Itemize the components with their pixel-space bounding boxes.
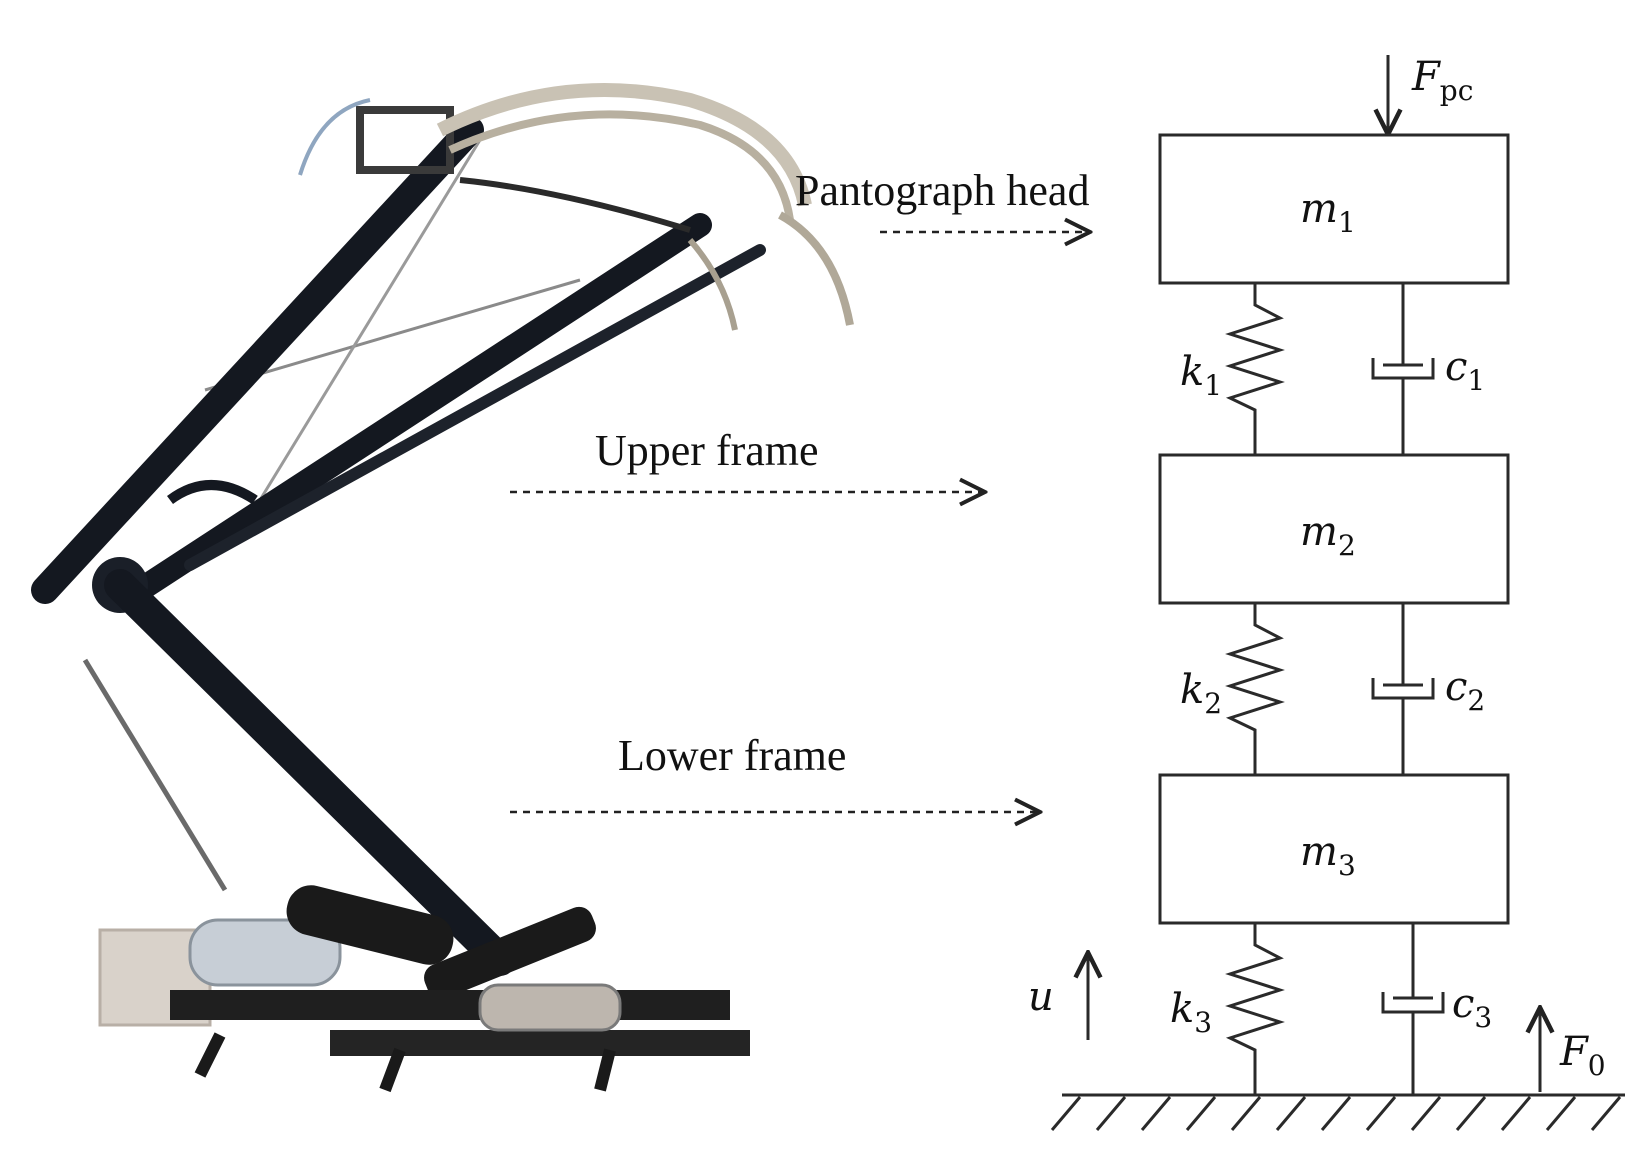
ground [1050,1093,1625,1131]
air-cylinder [188,918,342,987]
spring-3 [1225,923,1285,1095]
collector-horn [778,211,854,326]
lower-frame-arm [104,569,516,976]
upper-frame-arm [31,116,484,604]
label-displacement: u [1028,974,1054,1020]
label-damper-1: c1 [1445,344,1485,397]
annotations: Pantograph head Upper frame Lower frame [510,166,1090,812]
label-base-force: F0 [1559,1029,1606,1082]
lumped-mass-model [1050,55,1625,1131]
base-cross-bar [424,906,596,1000]
model-labels: Fpc m1 m2 m3 k1 k2 k3 c1 c2 c3 u F0 [1028,54,1606,1082]
label-mass-1: m1 [1300,186,1356,239]
label-upper-frame: Upper frame [595,426,819,475]
base-leg [379,1047,406,1093]
base-leg [594,1048,616,1092]
mass-block-1 [1158,133,1510,285]
pantograph-base [98,885,750,1093]
spring-1 [1225,283,1285,455]
base-frame [170,990,730,1020]
label-spring-1: k1 [1180,349,1222,402]
collector-horn [687,238,738,331]
upper-frame-brace [167,480,258,505]
collector-bow [448,110,794,221]
collector-horn [298,98,371,176]
label-damper-3: c3 [1452,981,1492,1034]
label-mass-2: m2 [1300,509,1356,562]
base-leg [194,1032,226,1078]
head-linkage [459,177,691,233]
damper-3 [1381,923,1445,1095]
spring-housing [478,983,622,1032]
damper-cylinder [286,885,454,965]
collector-bow [436,83,812,207]
tension-rod [204,278,581,392]
label-lower-frame: Lower frame [618,731,846,780]
tension-rod [82,658,228,892]
damper-2 [1371,603,1435,775]
tension-rod [258,139,482,501]
label-spring-3: k3 [1170,986,1212,1039]
label-damper-2: c2 [1445,664,1485,717]
spring-2 [1225,603,1285,775]
label-contact-force: Fpc [1411,54,1473,107]
pantograph-illustration [31,83,854,1093]
label-pantograph-head: Pantograph head [795,166,1089,215]
label-spring-2: k2 [1180,667,1222,720]
mass-block-2 [1158,453,1510,605]
upper-frame-arm [184,244,766,571]
head-bracket [356,106,454,174]
upper-frame-arm [128,213,712,602]
pantograph-head [298,83,854,331]
damper-1 [1371,283,1435,455]
label-mass-3: m3 [1300,829,1356,882]
mass-block-3 [1158,773,1510,925]
